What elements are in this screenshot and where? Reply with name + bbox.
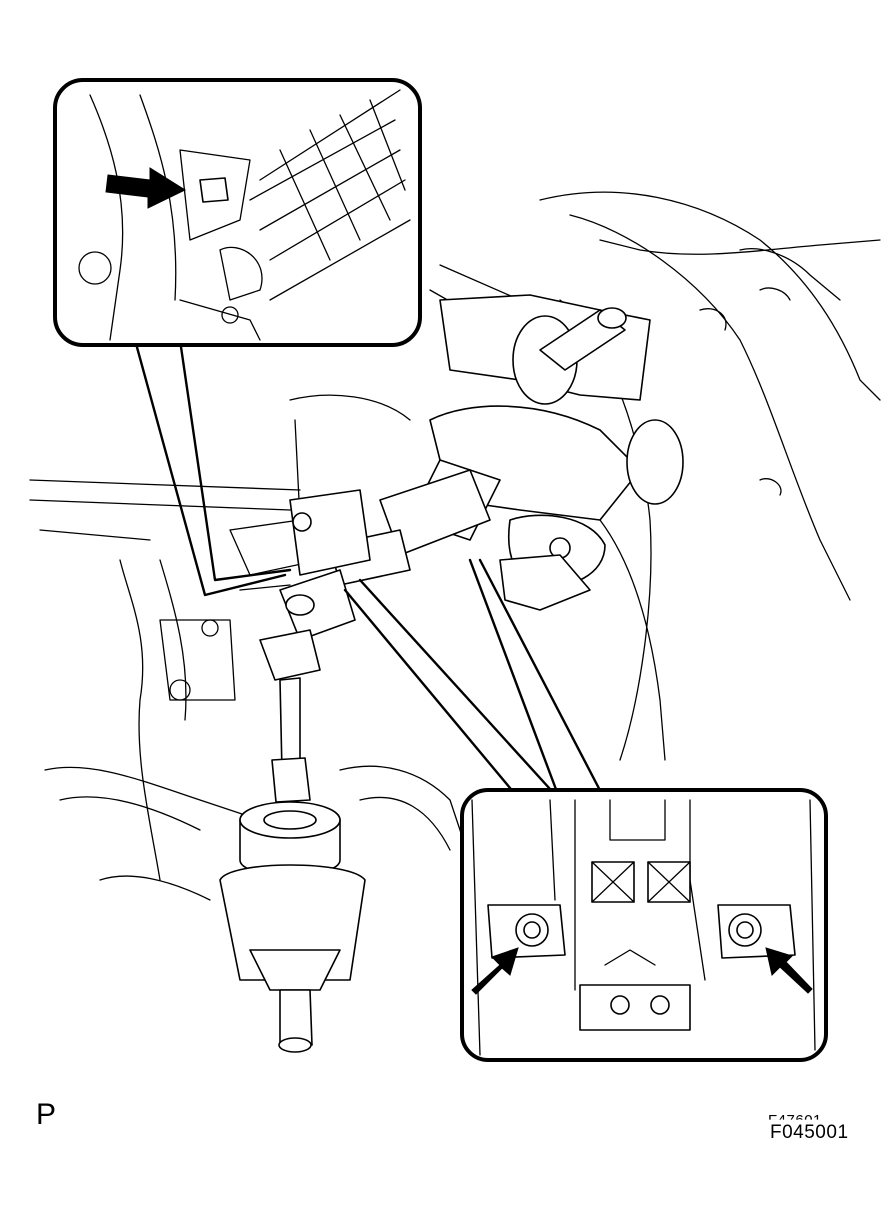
arrow-icon — [105, 167, 187, 209]
callout-leaders — [133, 338, 607, 802]
figure-code: F045001 — [770, 1122, 849, 1143]
arrow-icon — [471, 947, 519, 995]
vehicle-body-outline — [29, 191, 881, 901]
steering-column — [219, 294, 684, 1053]
arrow-icon — [765, 947, 813, 994]
figure-code-overprint: F47601 — [768, 1112, 822, 1129]
lower-right-detail — [460, 788, 828, 1062]
corner-letter: P — [36, 1098, 57, 1131]
upper-left-detail — [53, 78, 422, 347]
